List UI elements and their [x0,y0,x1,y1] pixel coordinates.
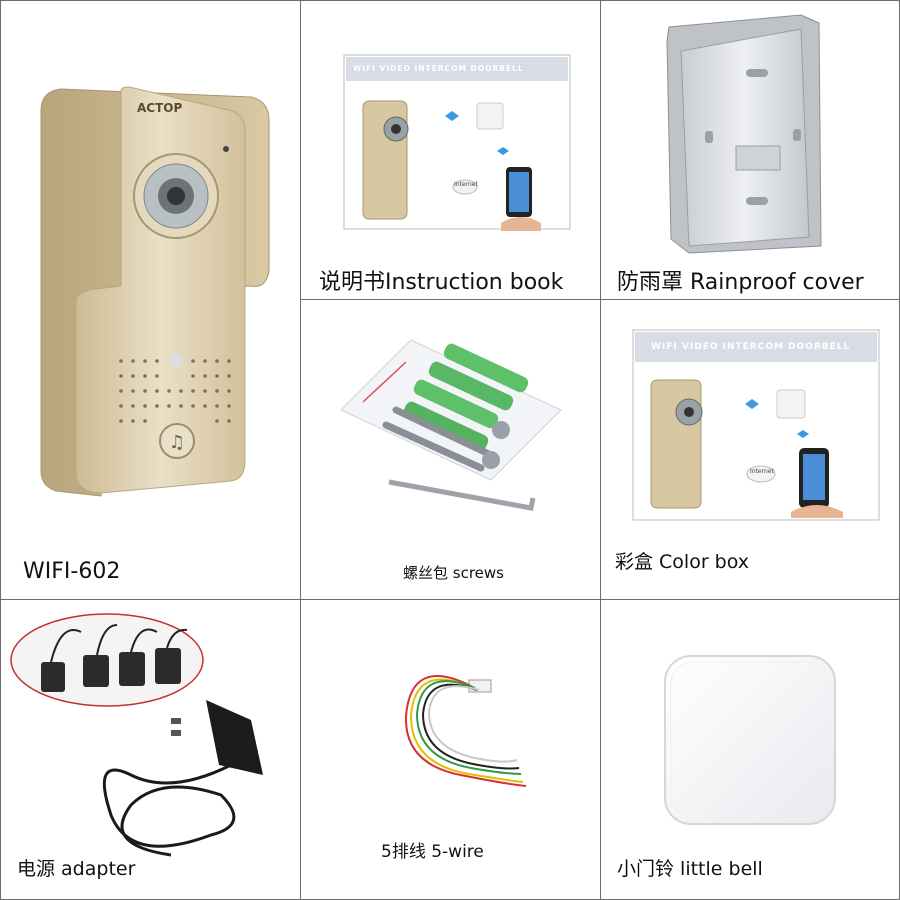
adapter-label: 电源 adapter [17,858,136,880]
instruction-book-label: 说明书Instruction book [319,270,564,295]
instruction-book-header: WIFI VIDEO INTERCOM DOORBELL [353,64,524,73]
brand-logo-text: ACTOP [137,101,183,115]
instruction-book-internet-label: Internet [454,181,478,188]
doorbell-image: ♫ [40,86,270,497]
color-box-header: WIFI VIDEO INTERCOM DOORBELL [651,342,851,352]
color-box-internet-label: Internet [750,468,774,475]
color-box-cell: WIFI VIDEO INTERCOM DOORBELL Internet 彩盒… [600,299,900,600]
instruction-book-image [343,54,571,231]
doorbell-cell: ♫ ACTOP WIFI-602 [0,0,301,600]
color-box-label: 彩盒 Color box [615,551,750,573]
color-box-image [632,329,880,521]
adapter-cell: 电源 adapter [0,599,301,900]
little-bell-cell: 小门铃 little bell [600,599,900,900]
screws-label: 螺丝包 screws [403,564,504,582]
wire-label: 5排线 5-wire [381,842,484,862]
screws-cell: 螺丝包 screws [300,299,601,600]
rainproof-cover-image [666,14,822,254]
instruction-book-cell: WIFI VIDEO INTERCOM DOORBELL Internet 说明… [300,0,601,300]
little-bell-label: 小门铃 little bell [617,858,763,880]
wire-cell: 5排线 5-wire [300,599,601,900]
rainproof-cover-label: 防雨罩 Rainproof cover [617,270,864,295]
little-bell-image [664,655,836,825]
wire-image [404,675,527,787]
doorbell-label: WIFI-602 [23,559,121,584]
rainproof-cover-cell: 防雨罩 Rainproof cover [600,0,900,300]
screws-image [340,339,562,511]
adapter-image [10,613,263,857]
svg-text:♫: ♫ [169,432,185,453]
